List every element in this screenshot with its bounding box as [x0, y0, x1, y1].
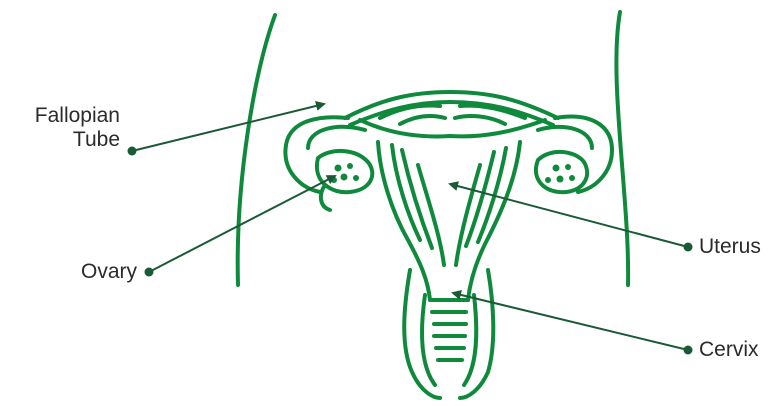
ovary-label: Ovary	[81, 260, 137, 284]
fallopian-tube-label: Fallopian Tube	[8, 104, 120, 152]
ovary-right	[536, 152, 587, 192]
body-outline-left	[238, 15, 275, 285]
fallopian-tube-pointer-dot	[128, 147, 137, 156]
fallopian-tube-label-line1: Fallopian	[8, 104, 120, 128]
uterus-body	[378, 142, 520, 300]
ovary-pointer-dot	[145, 268, 154, 277]
cervix-pointer-dot	[684, 346, 693, 355]
fallopian-tube-label-line2: Tube	[8, 128, 120, 152]
uterus-label: Uterus	[699, 235, 761, 259]
cervix-label: Cervix	[699, 338, 759, 362]
cervix-canal	[404, 270, 493, 398]
uterus-fundus	[345, 92, 558, 136]
uterus-pointer-dot	[684, 243, 693, 252]
body-outline-right	[616, 12, 628, 285]
cervix-pointer	[453, 293, 688, 350]
